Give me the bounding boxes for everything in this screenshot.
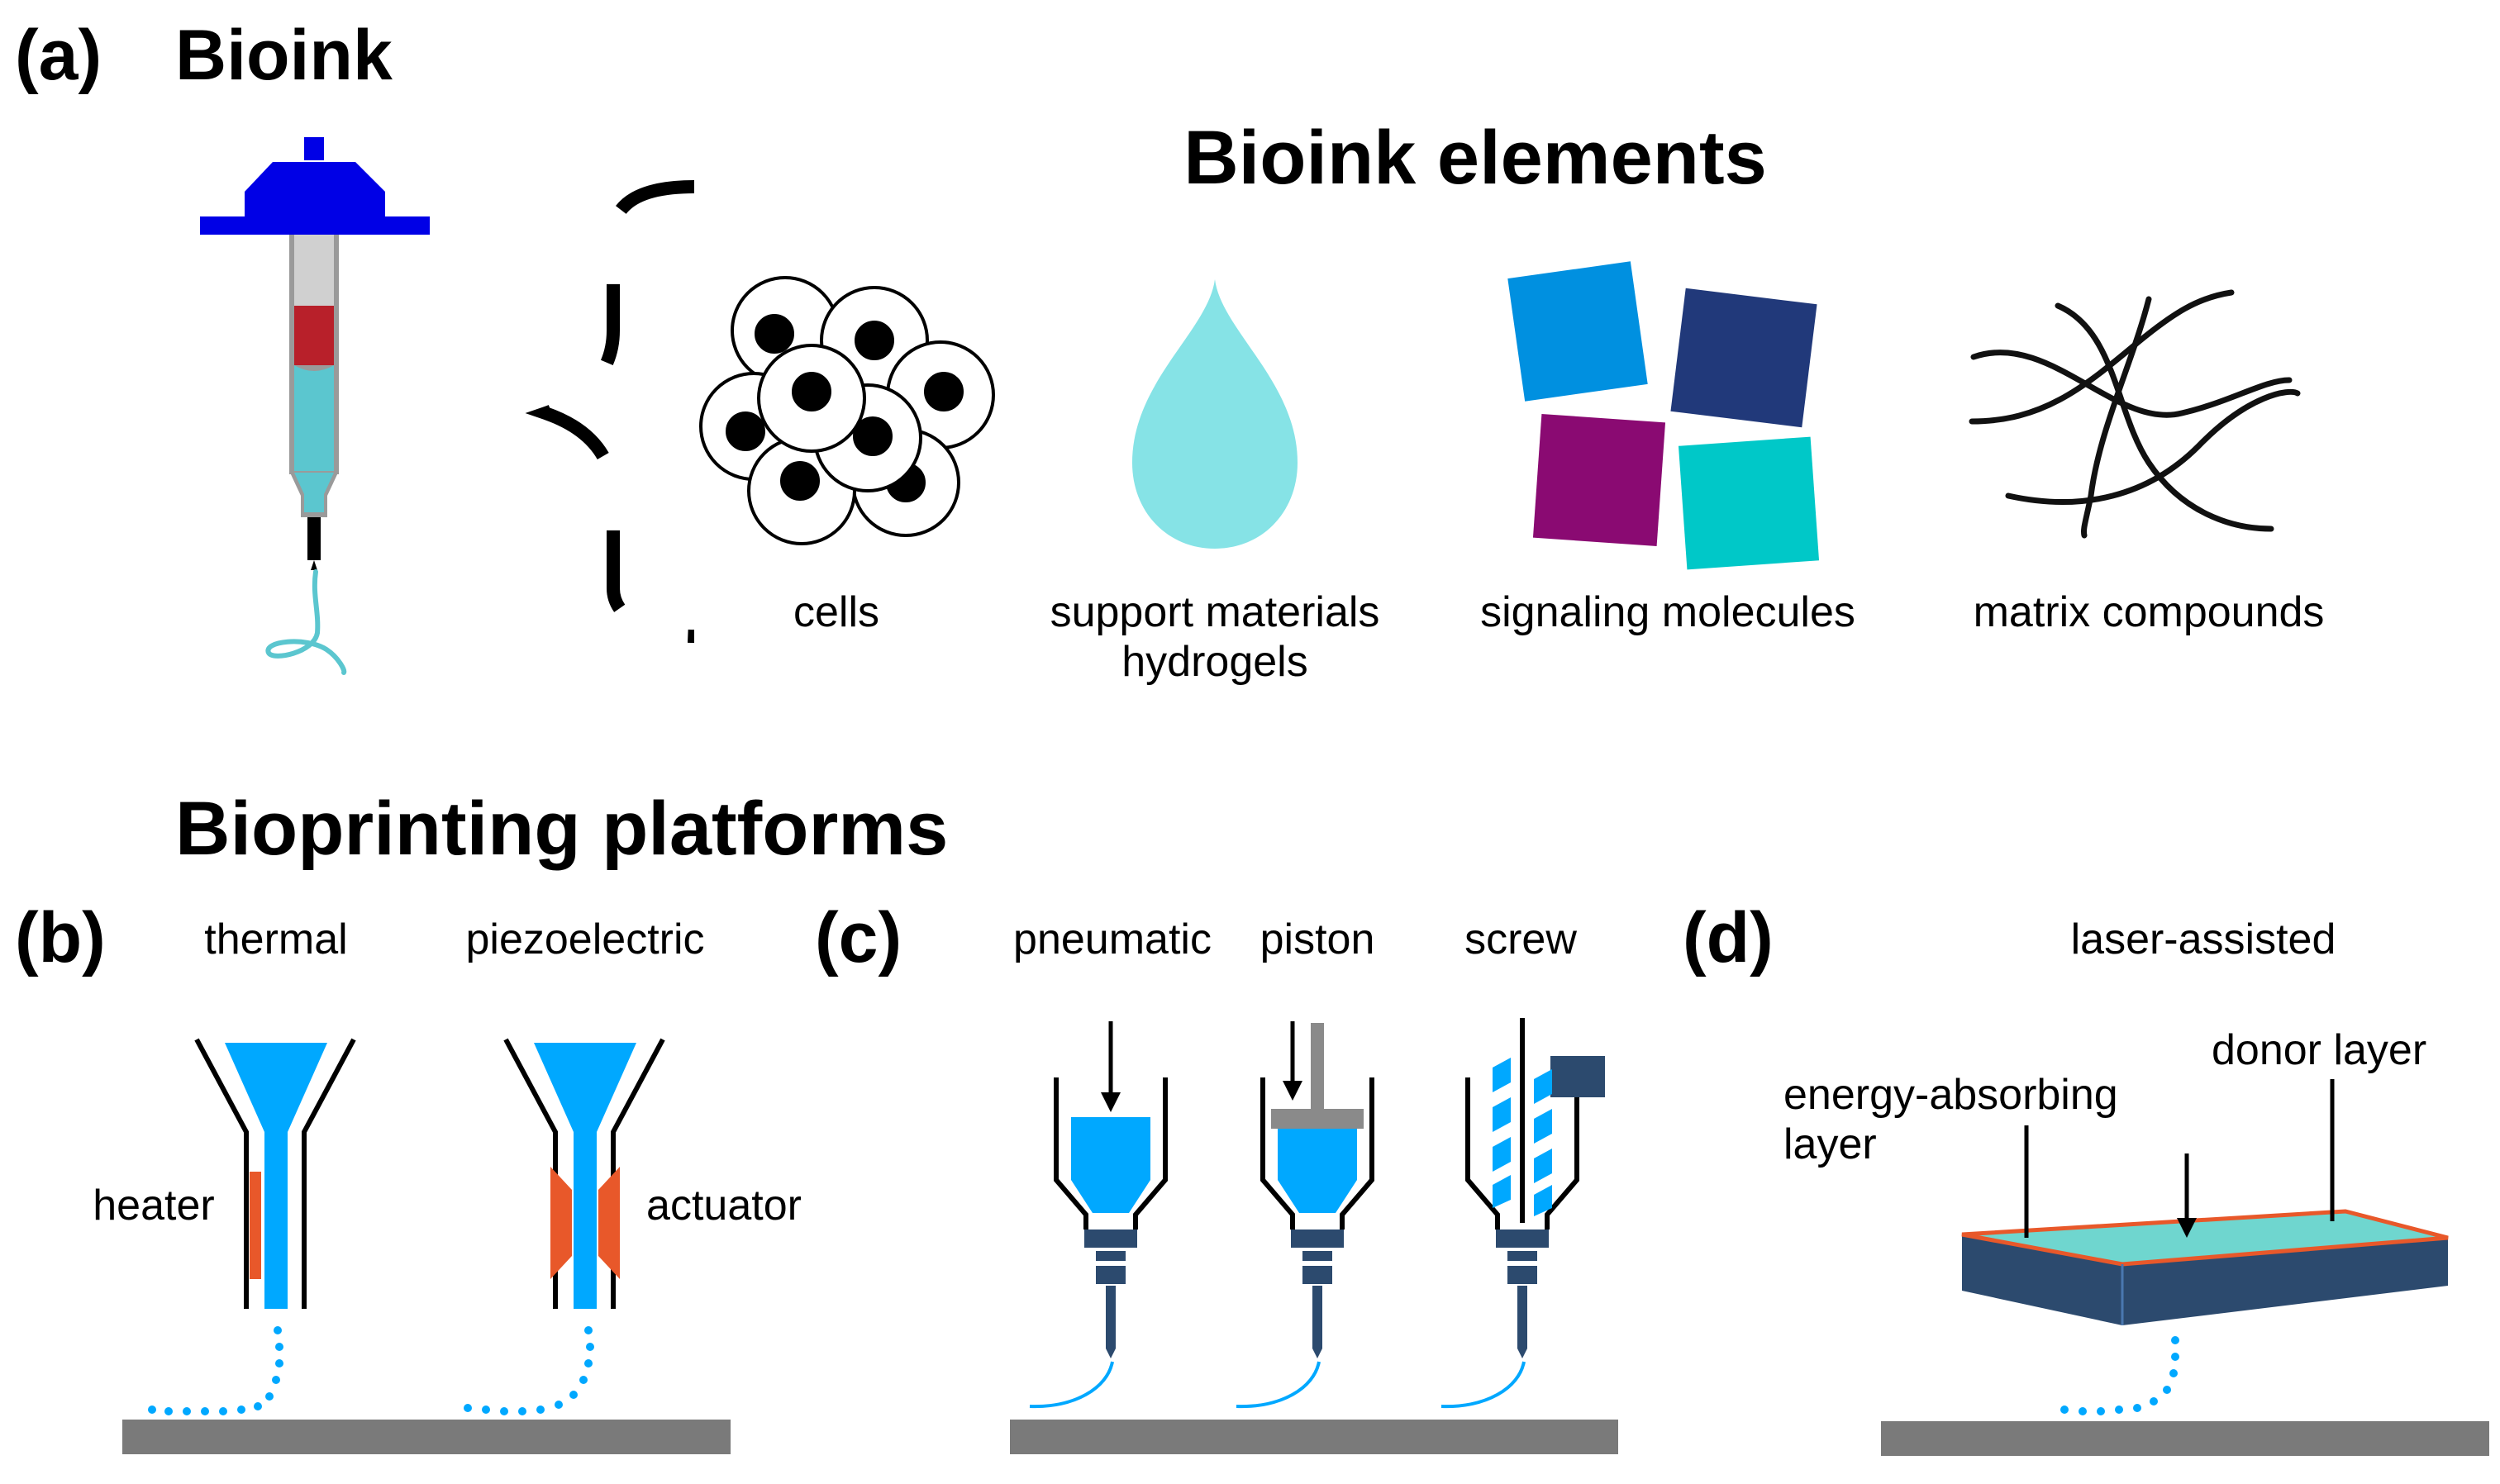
matrix-icon: [1969, 289, 2301, 539]
laser-assisted-label: laser-assisted: [2071, 916, 2336, 963]
support-materials-label: support materials: [1050, 588, 1380, 636]
piston-extruder-icon: [1236, 1021, 1374, 1409]
screw-extruder-icon: [1440, 1018, 1605, 1409]
hydrogels-label: hydrogels: [1121, 638, 1307, 686]
piezo-nozzle-icon: [464, 1038, 665, 1415]
screw-label: screw: [1464, 916, 1577, 963]
donor-layer-label: donor layer: [2212, 1026, 2426, 1074]
heater-label: heater: [93, 1182, 214, 1230]
bioprinting-platforms-heading: Bioprinting platforms: [175, 787, 948, 871]
panel-c: (c) pneumatic piston screw: [815, 898, 1618, 1454]
energy-absorbing-layer-label: layer: [1783, 1120, 1877, 1168]
pneumatic-label: pneumatic: [1013, 916, 1212, 963]
thermal-label: thermal: [204, 916, 347, 963]
panel-d-stage: [1881, 1421, 2489, 1456]
bracket-icon: [525, 180, 695, 643]
panel-b-stage: [122, 1420, 731, 1454]
panel-a: (a) Bioink Bioink elements: [15, 16, 2324, 686]
bioink-elements-heading: Bioink elements: [1183, 116, 1767, 200]
cells-icon: [699, 276, 995, 545]
syringe-icon: [200, 137, 430, 675]
cells-label: cells: [793, 588, 879, 636]
panel-d-label: (d): [1683, 898, 1774, 977]
panel-a-label: (a): [15, 16, 102, 95]
droplet-icon: [1132, 279, 1298, 549]
thermal-nozzle-icon: [148, 1038, 356, 1415]
panel-a-title: Bioink: [175, 16, 393, 95]
panel-b: (b) thermal piezoelectric heater: [15, 898, 802, 1454]
laser-slide-icon: [1961, 1079, 2449, 1415]
piezoelectric-label: piezoelectric: [465, 916, 704, 963]
energy-absorbing-label: energy-absorbing: [1783, 1071, 2118, 1119]
signaling-molecules-label: signaling molecules: [1480, 588, 1855, 636]
actuator-label: actuator: [646, 1182, 802, 1230]
panel-c-stage: [1010, 1420, 1618, 1454]
piston-label: piston: [1260, 916, 1375, 963]
matrix-compounds-label: matrix compounds: [1974, 588, 2325, 636]
panel-d: (d) laser-assisted energy-absorbing laye…: [1683, 898, 2489, 1456]
panel-b-label: (b): [15, 898, 106, 977]
panel-c-label: (c): [815, 898, 902, 977]
molecules-icon: [1507, 261, 1820, 570]
pneumatic-extruder-icon: [1029, 1021, 1168, 1409]
